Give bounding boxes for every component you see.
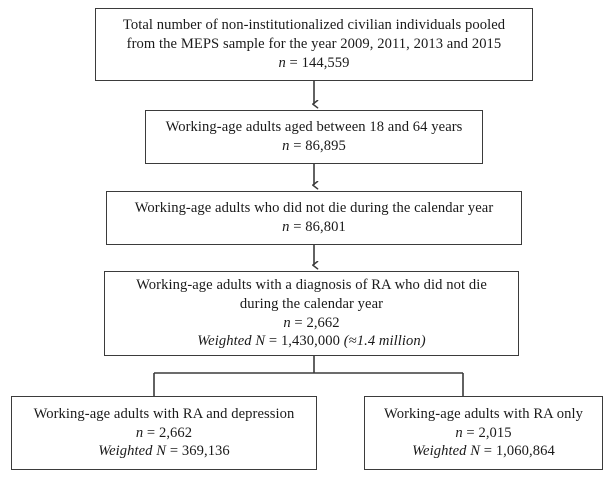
node-ra-diagnosis-weighted-note: (≈1.4 million) xyxy=(343,333,426,350)
node-did-not-die-line-1: Working-age adults who did not die durin… xyxy=(134,200,494,217)
node-ra-diagnosis-weighted: Weighted N = 1,430,000 (≈1.4 million) xyxy=(197,332,425,351)
node-ra-diagnosis-count-label: n xyxy=(283,314,291,331)
node-ra-and-depression-count: n = 2,662 xyxy=(136,424,192,443)
node-working-age-adults: Working-age adults aged between 18 and 6… xyxy=(145,110,483,164)
node-ra-and-depression-weighted-label: Weighted N xyxy=(98,443,167,460)
node-ra-diagnosis-weighted-value: 1,430,000 xyxy=(280,333,340,350)
node-ra-diagnosis: Working-age adults with a diagnosis of R… xyxy=(104,271,519,356)
node-ra-only-count: n = 2,015 xyxy=(455,424,511,443)
node-ra-diagnosis-line-2: during the calendar year xyxy=(239,295,384,312)
node-did-not-die-count-label: n xyxy=(282,219,290,235)
node-ra-and-depression-weighted: Weighted N = 369,136 xyxy=(98,442,230,461)
node-ra-only-equals: = xyxy=(466,424,475,441)
node-total-line-2: from the MEPS sample for the year 2009, … xyxy=(126,36,502,53)
node-ra-diagnosis-count: n = 2,662 xyxy=(283,314,339,333)
node-ra-and-depression-count-label: n xyxy=(135,424,144,441)
node-working-age-count: n = 86,895 xyxy=(282,137,346,156)
node-ra-only-weighted-equals: = xyxy=(483,443,493,460)
node-working-age-equals: = xyxy=(293,138,302,154)
node-ra-and-depression: Working-age adults with RA and depressio… xyxy=(11,396,317,470)
node-ra-only-weighted: Weighted N = 1,060,864 xyxy=(412,442,555,461)
node-total-line-1: Total number of non-institutionalized ci… xyxy=(122,17,506,34)
node-ra-diagnosis-equals: = xyxy=(294,314,303,331)
node-ra-only: Working-age adults with RA only n = 2,01… xyxy=(364,396,603,470)
node-ra-and-depression-line-1: Working-age adults with RA and depressio… xyxy=(33,405,295,422)
node-ra-only-count-value: 2,015 xyxy=(478,424,512,441)
node-total-count-label: n xyxy=(278,54,286,71)
node-did-not-die-equals: = xyxy=(293,219,302,235)
node-ra-and-depression-weighted-value: 369,136 xyxy=(181,443,230,460)
node-ra-and-depression-count-value: 2,662 xyxy=(158,424,193,441)
node-ra-only-line-1: Working-age adults with RA only xyxy=(384,405,583,422)
node-total-count-value: 144,559 xyxy=(301,54,350,71)
node-total-sample: Total number of non-institutionalized ci… xyxy=(95,8,533,81)
node-did-not-die: Working-age adults who did not die durin… xyxy=(106,191,522,245)
node-ra-and-depression-equals: = xyxy=(146,424,156,441)
node-working-age-count-value: 86,895 xyxy=(305,138,346,154)
node-total-count: n = 144,559 xyxy=(278,54,349,73)
node-ra-diagnosis-line-1: Working-age adults with a diagnosis of R… xyxy=(136,276,487,293)
node-working-age-count-label: n xyxy=(282,138,290,154)
node-ra-only-weighted-value: 1,060,864 xyxy=(495,443,555,460)
node-working-age-line-1: Working-age adults aged between 18 and 6… xyxy=(165,119,463,136)
node-ra-diagnosis-weighted-equals: = xyxy=(268,333,278,350)
node-ra-and-depression-weighted-equals: = xyxy=(169,443,179,460)
node-ra-only-weighted-label: Weighted N xyxy=(412,443,481,460)
node-ra-only-count-label: n xyxy=(455,424,463,441)
node-ra-diagnosis-weighted-label: Weighted N xyxy=(197,333,266,350)
node-did-not-die-count-value: 86,801 xyxy=(305,219,346,235)
node-did-not-die-count: n = 86,801 xyxy=(282,218,346,237)
node-total-equals: = xyxy=(289,54,298,71)
node-ra-diagnosis-count-value: 2,662 xyxy=(306,314,340,331)
